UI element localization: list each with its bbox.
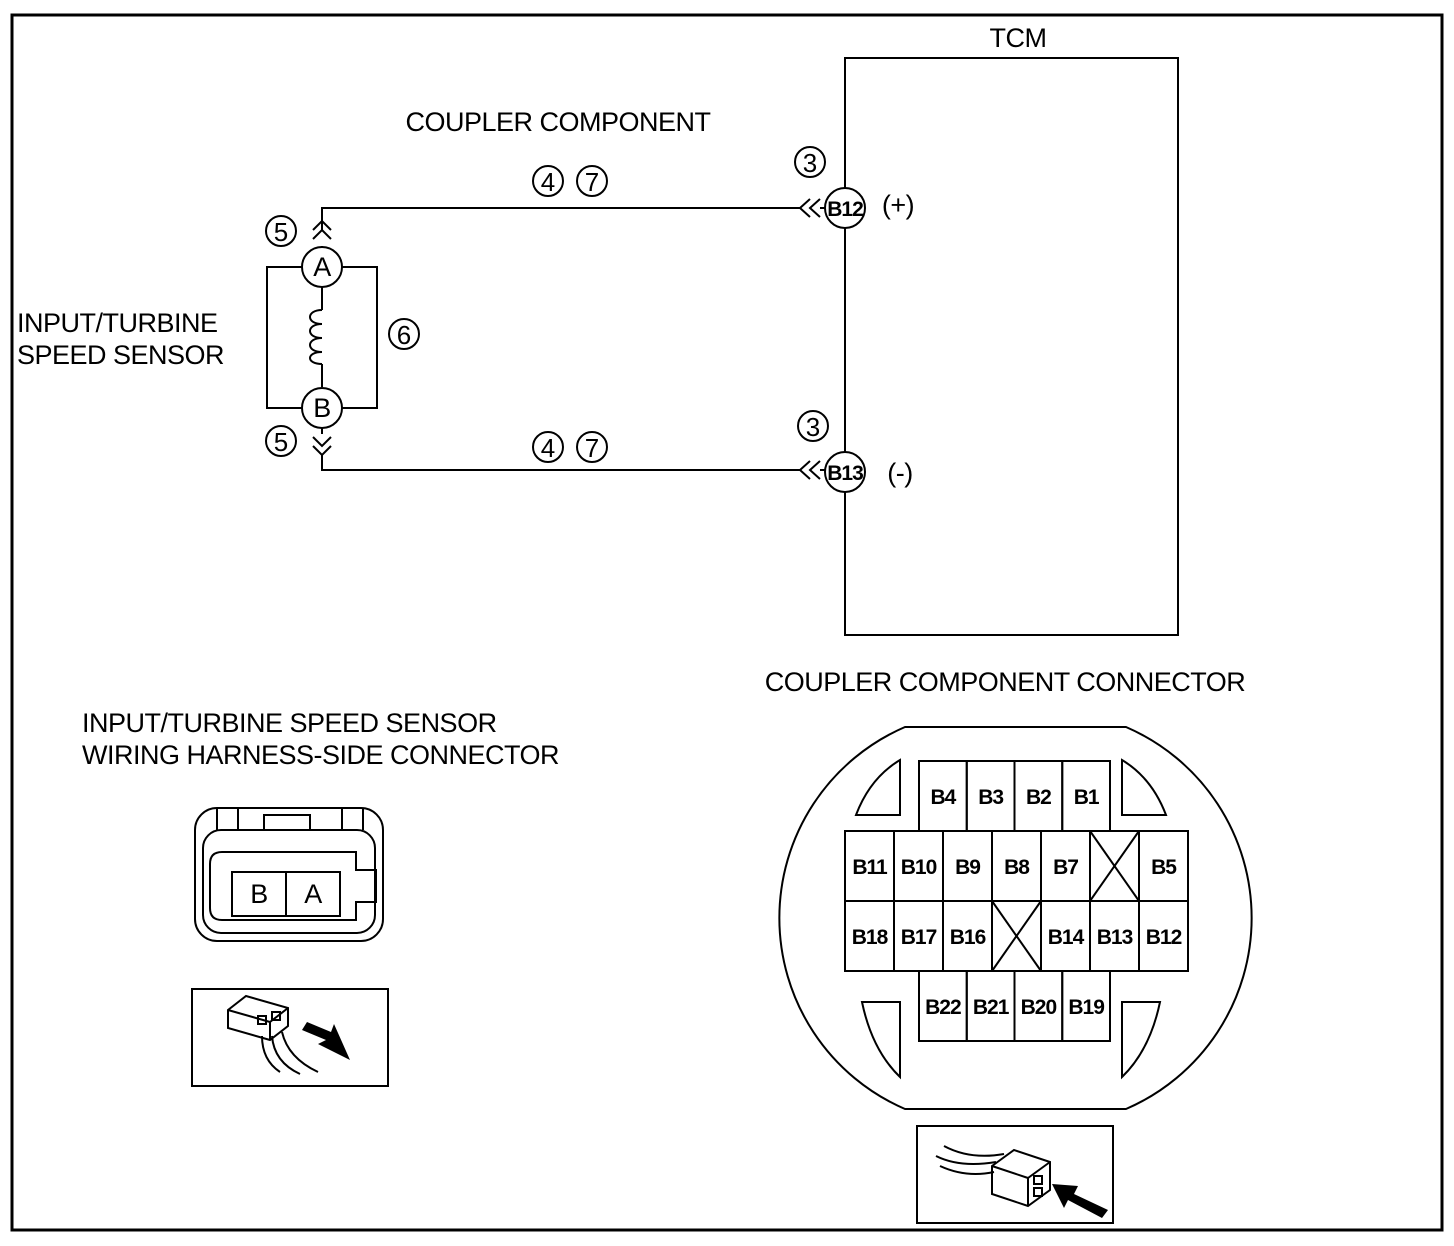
tcm-plus-sign: (+)	[882, 190, 914, 220]
coupler-view-direction-icon	[916, 1125, 1114, 1224]
connector-cell	[1061, 970, 1111, 1042]
callout-top-5: 5	[265, 215, 297, 247]
coil-icon	[309, 309, 323, 365]
harness-pin-label: A	[304, 879, 322, 909]
connector-cell	[1138, 900, 1189, 972]
tcm-terminal-plus-label: B12	[827, 198, 863, 221]
harness-connector-face	[194, 807, 384, 942]
tcm-terminal-plus: B12	[824, 187, 866, 229]
harness-connector-title-line1: INPUT/TURBINE SPEED SENSOR	[82, 708, 497, 738]
key-notch-bottom-left	[860, 1001, 901, 1080]
svg-text:4: 4	[541, 167, 555, 197]
connector-chevron-top	[312, 219, 332, 240]
connector-chevron-bottom	[312, 436, 332, 457]
connector-pin-label: B1	[1074, 786, 1100, 809]
wire-plus	[321, 207, 800, 255]
connector-pin-label: B14	[1048, 926, 1085, 949]
connector-pin-label: B4	[930, 786, 956, 809]
callout-mid-6: 6	[388, 318, 420, 350]
tcm-terminal-minus-label: B13	[827, 462, 863, 485]
connector-pin-label: B7	[1053, 856, 1078, 879]
callout-bottom-4: 4	[532, 431, 564, 463]
sensor-terminal-a	[301, 246, 343, 288]
tcm-terminal-minus: B13	[824, 451, 866, 493]
svg-text:7: 7	[585, 433, 599, 463]
connector-pin-label: B5	[1151, 856, 1177, 879]
connector-pin-label: B8	[1004, 856, 1030, 879]
connector-pin-label: B12	[1146, 926, 1182, 949]
connector-pin-label: B10	[901, 856, 937, 879]
connector-pin-label: B21	[973, 996, 1010, 1019]
callout-top-3: 3	[794, 146, 826, 178]
coupler-connector-title: COUPLER COMPONENT CONNECTOR	[765, 667, 1246, 697]
connector-pin-label: B2	[1026, 786, 1051, 809]
callout-top-7: 7	[576, 165, 608, 197]
sensor-label-line1: INPUT/TURBINE	[17, 308, 218, 338]
callout-bottom-7: 7	[576, 431, 608, 463]
harness-pin-label: B	[250, 879, 268, 909]
sensor-terminal-b-label: B	[313, 393, 331, 423]
svg-text:4: 4	[541, 433, 555, 463]
svg-text:5: 5	[274, 427, 288, 457]
empty-cavity-mark	[991, 900, 1042, 972]
sensor-terminal-a-label: A	[313, 252, 331, 282]
key-notch-top-left	[854, 758, 901, 816]
harness-connector-title-line2: WIRING HARNESS-SIDE CONNECTOR	[82, 740, 559, 770]
svg-text:6: 6	[397, 320, 411, 350]
wire-minus	[321, 422, 800, 471]
sensor-label-line2: SPEED SENSOR	[17, 340, 224, 370]
connector-pin-label: B13	[1097, 926, 1133, 949]
svg-text:3: 3	[806, 412, 820, 442]
empty-cavity-mark	[1089, 830, 1140, 902]
connector-pin-label: B20	[1021, 996, 1057, 1019]
callout-bottom-3: 3	[797, 410, 829, 442]
connector-pin-label: B11	[852, 856, 888, 879]
connector-pin-label: B18	[852, 926, 889, 949]
callout-bottom-5: 5	[265, 425, 297, 457]
connector-chevron-minus	[798, 460, 825, 480]
sensor-terminal-b	[301, 387, 343, 429]
key-notch-top-right	[1121, 758, 1168, 816]
svg-text:3: 3	[803, 148, 817, 178]
connector-pin-label: B16	[950, 926, 986, 949]
tcm-label: TCM	[990, 23, 1047, 53]
harness-view-direction-icon	[191, 988, 389, 1087]
tcm-minus-sign: (-)	[887, 458, 912, 488]
connector-pin-label: B19	[1068, 996, 1104, 1019]
diagram-frame	[10, 13, 1444, 1232]
coupler-component-label: COUPLER COMPONENT	[405, 107, 710, 137]
connector-chevron-plus	[798, 198, 825, 218]
tcm-box	[844, 57, 1179, 636]
svg-text:5: 5	[274, 217, 288, 247]
connector-pin-label: B22	[925, 996, 961, 1019]
callout-top-4: 4	[532, 165, 564, 197]
connector-pin-label: B9	[955, 856, 980, 879]
coupler-connector-face	[778, 726, 1253, 1110]
speed-sensor-symbol: A B	[266, 246, 378, 429]
key-notch-bottom-right	[1121, 1001, 1162, 1080]
connector-pin-label: B17	[901, 926, 937, 949]
connector-pin-label: B3	[978, 786, 1003, 809]
svg-text:7: 7	[585, 167, 599, 197]
